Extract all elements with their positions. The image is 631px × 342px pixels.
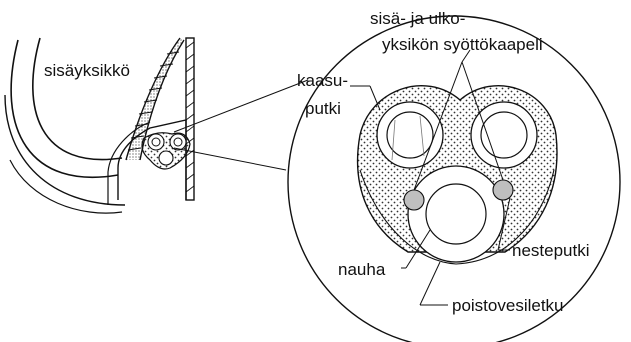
tape-wraps [127,51,180,151]
indoor-unit-outline-outer [10,39,119,178]
zoomed-cross-section [287,15,621,342]
indoor-unit-overview [4,37,309,214]
zoom-line-bottom [173,147,287,171]
wall [185,37,195,201]
indoor-unit-outline [32,37,123,161]
liquid-pipe-inner [480,111,528,159]
supply-cable-left [403,189,425,211]
gas-pipe-inner [386,111,434,159]
mount-frame [117,119,187,200]
label-tape: nauha [338,260,386,279]
mount-frame-outer [107,121,151,205]
label-supply-cable-line2: yksikön syöttökaapeli [382,35,543,54]
pipe-bundle-insulation [126,38,184,160]
indoor-unit-base-curve [9,159,123,214]
label-supply-cable-line1: sisä- ja ulko- [370,9,465,28]
label-liquid-pipe: nesteputki [512,241,590,260]
small-cross-section [141,132,191,170]
leader-lines [350,49,511,306]
supply-cable-right [492,179,514,201]
zoom-line-top [173,79,309,133]
label-gas-pipe-line2: putki [305,99,341,118]
tape-wrap [359,169,555,265]
label-drain-hose: poistovesiletku [452,296,564,315]
label-gas-pipe-line1: kaasu- [297,71,348,90]
drain-hose-inner [425,183,487,245]
label-indoor-unit: sisäyksikkö [44,61,130,80]
indoor-unit-lower-curve [4,94,126,206]
